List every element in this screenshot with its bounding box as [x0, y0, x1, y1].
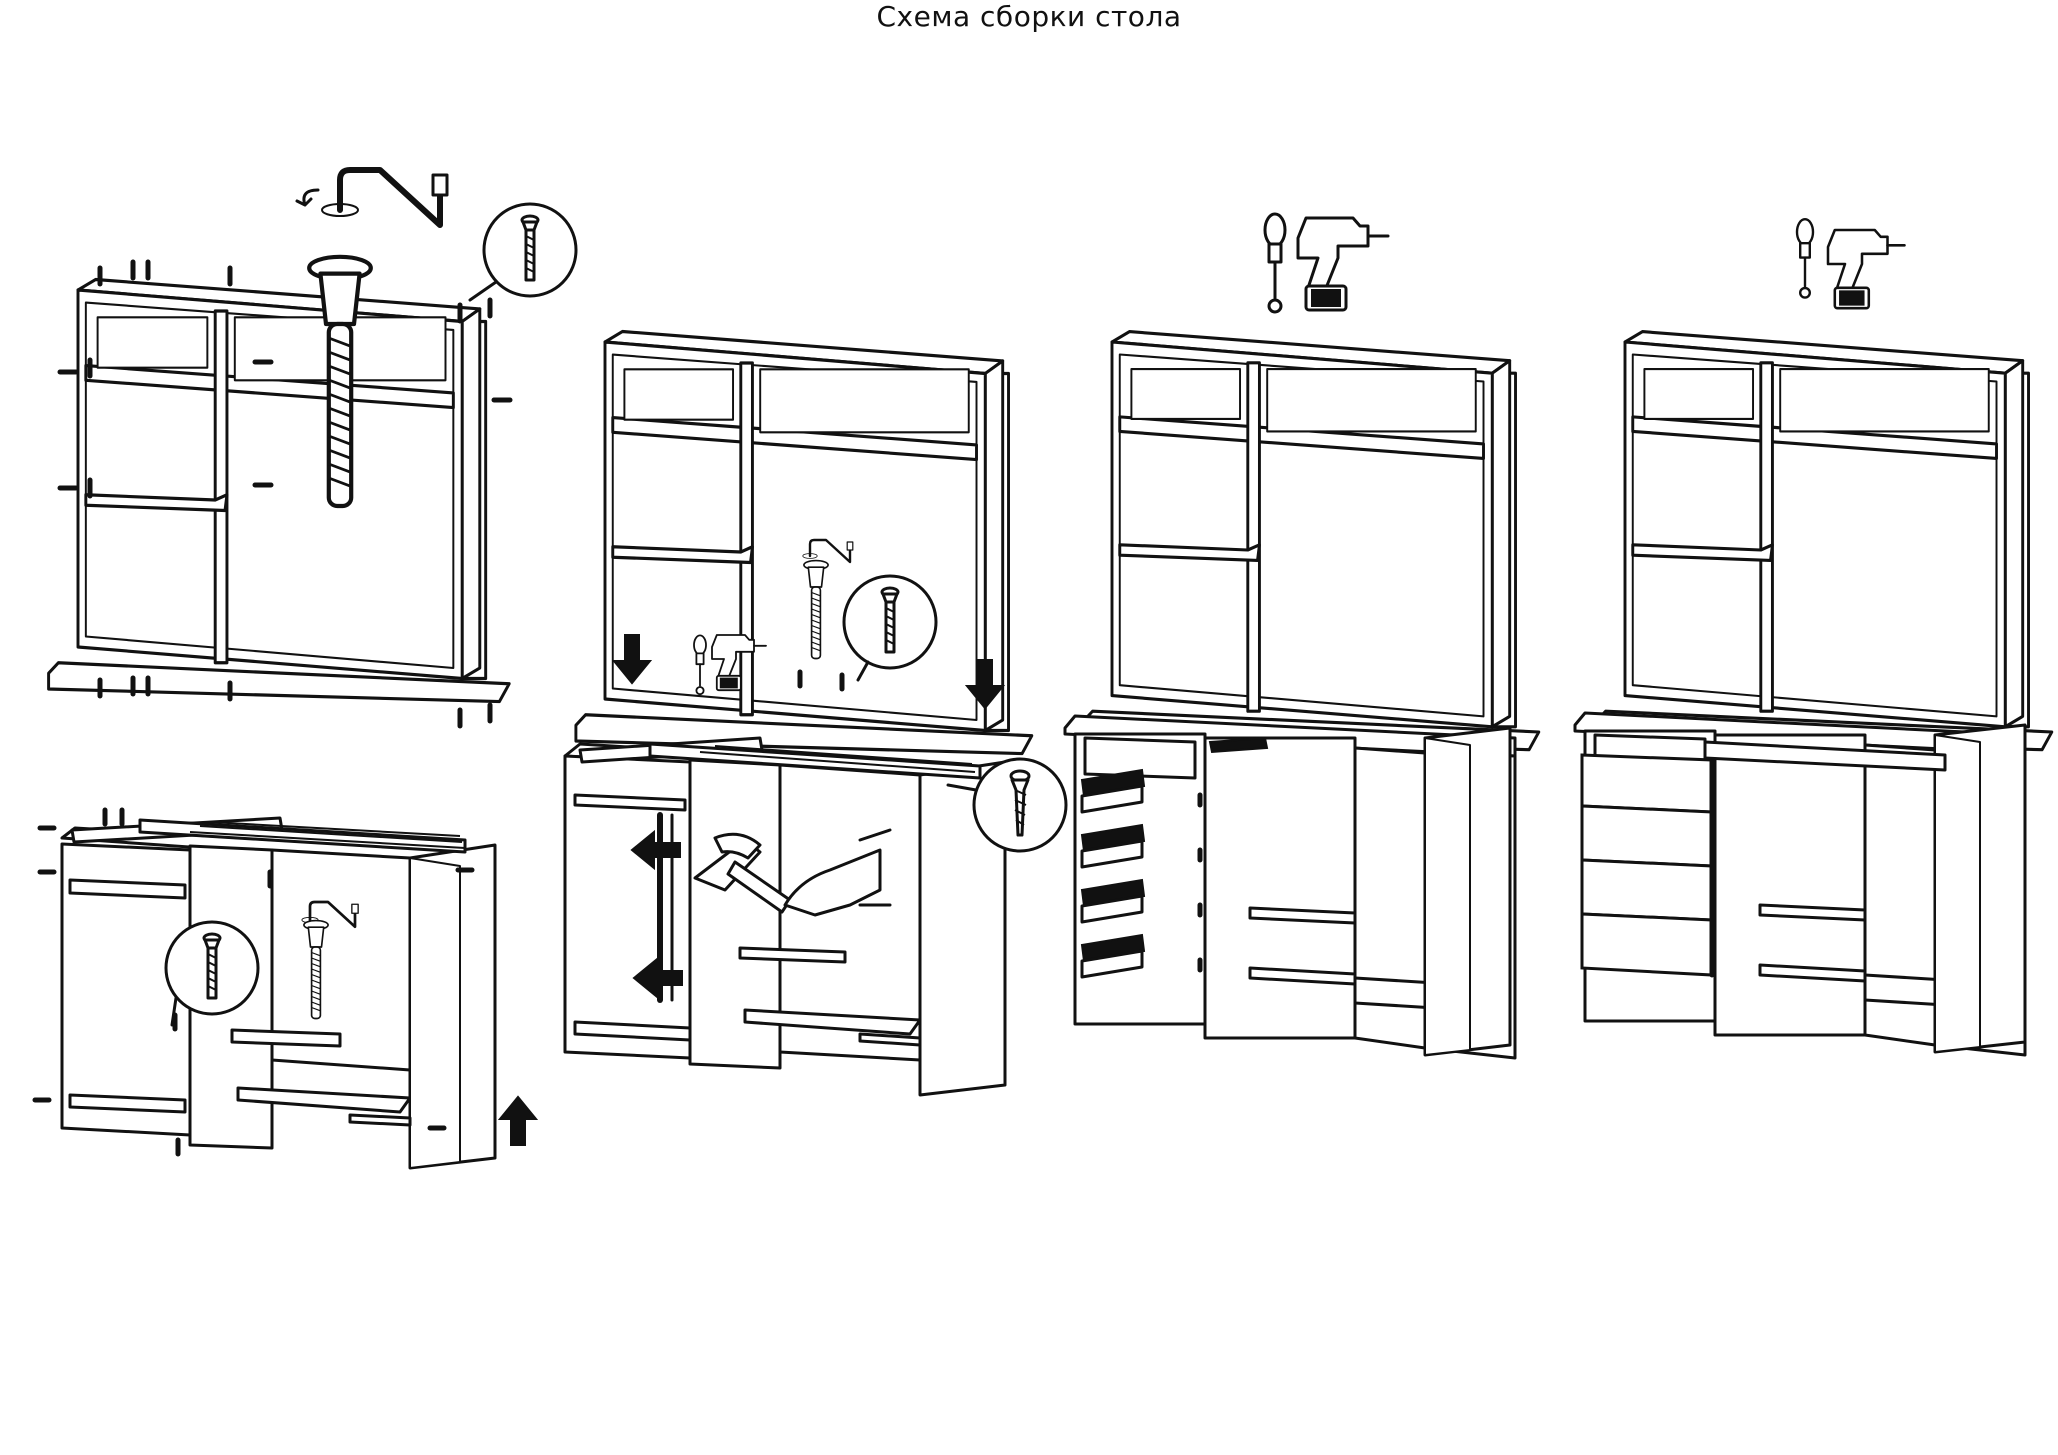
step-join-hutch-base: [563, 329, 1068, 1097]
arrow-up-icon: [499, 1096, 537, 1146]
drill-icon: [1826, 228, 1906, 310]
hand-icon: [783, 828, 892, 917]
step-install-drawers: [1573, 217, 2054, 1057]
drawer-slides: [1080, 736, 1269, 979]
page-title: Схема сборки стола: [876, 0, 1182, 33]
screw-detail-icon: [468, 202, 578, 302]
connector-pins: [32, 807, 475, 1157]
wood-screw-icon: [946, 757, 1068, 853]
drawer-fronts: [1580, 753, 1715, 978]
drill-icon: [1296, 216, 1390, 312]
step-install-drawer-slides: [1063, 212, 1541, 1060]
allen-key-icon: [295, 170, 447, 225]
connector-pins: [57, 259, 513, 729]
screwdriver-icon: [1795, 217, 1815, 299]
screwdriver-icon: [1263, 212, 1287, 314]
screw-detail-icon: [842, 574, 938, 682]
hammer-icon: [693, 832, 792, 914]
step-base-assembly: [32, 807, 537, 1170]
step-hutch-assembly: [47, 170, 578, 729]
